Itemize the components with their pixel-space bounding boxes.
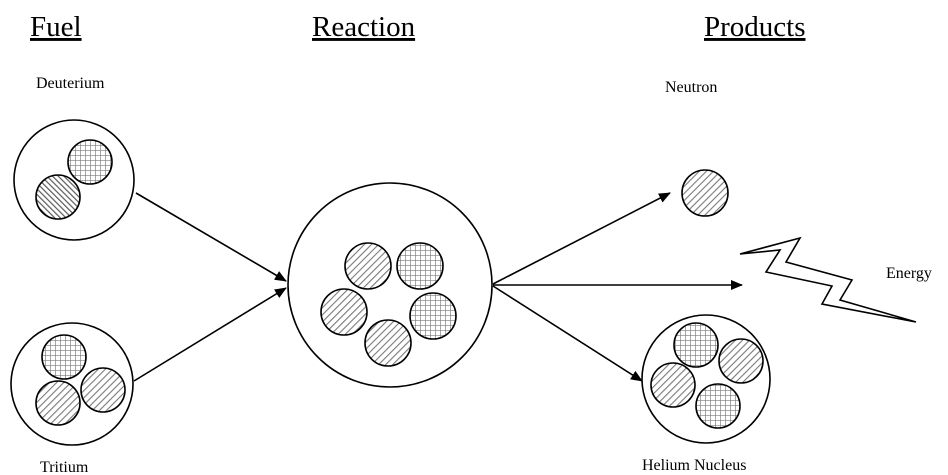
label-deuterium: Deuterium xyxy=(36,75,105,92)
label-energy: Energy xyxy=(886,265,932,282)
heading-reaction: Reaction xyxy=(312,11,416,43)
proton xyxy=(409,292,457,340)
neutron xyxy=(35,380,81,426)
heading-products: Products xyxy=(704,11,806,43)
proton xyxy=(695,383,741,429)
arrow-deuterium-to-reaction xyxy=(135,192,287,282)
neutron xyxy=(650,362,696,408)
helium-nucleus xyxy=(641,314,771,444)
neutron xyxy=(364,319,412,367)
arrow-tritium-to-reaction xyxy=(133,287,287,382)
neutron xyxy=(80,367,126,413)
arrow-to-helium xyxy=(492,285,643,382)
label-helium-nucleus: Helium Nucleus xyxy=(642,457,746,474)
label-neutron: Neutron xyxy=(665,79,717,96)
heading-fuel: Fuel xyxy=(30,11,82,43)
arrow-to-neutron xyxy=(492,192,671,285)
proton xyxy=(67,139,113,185)
proton xyxy=(673,322,719,368)
neutron xyxy=(344,242,392,290)
free-neutron xyxy=(681,169,729,217)
proton xyxy=(41,334,87,380)
label-tritium: Tritium xyxy=(40,459,89,475)
deuterium-nucleus xyxy=(13,119,135,241)
energy-bolt-icon xyxy=(739,236,917,323)
proton xyxy=(396,242,444,290)
neutron xyxy=(320,288,368,336)
reaction-nucleus xyxy=(287,182,493,388)
neutron xyxy=(35,174,81,220)
tritium-nucleus xyxy=(10,322,134,446)
neutron xyxy=(718,338,764,384)
